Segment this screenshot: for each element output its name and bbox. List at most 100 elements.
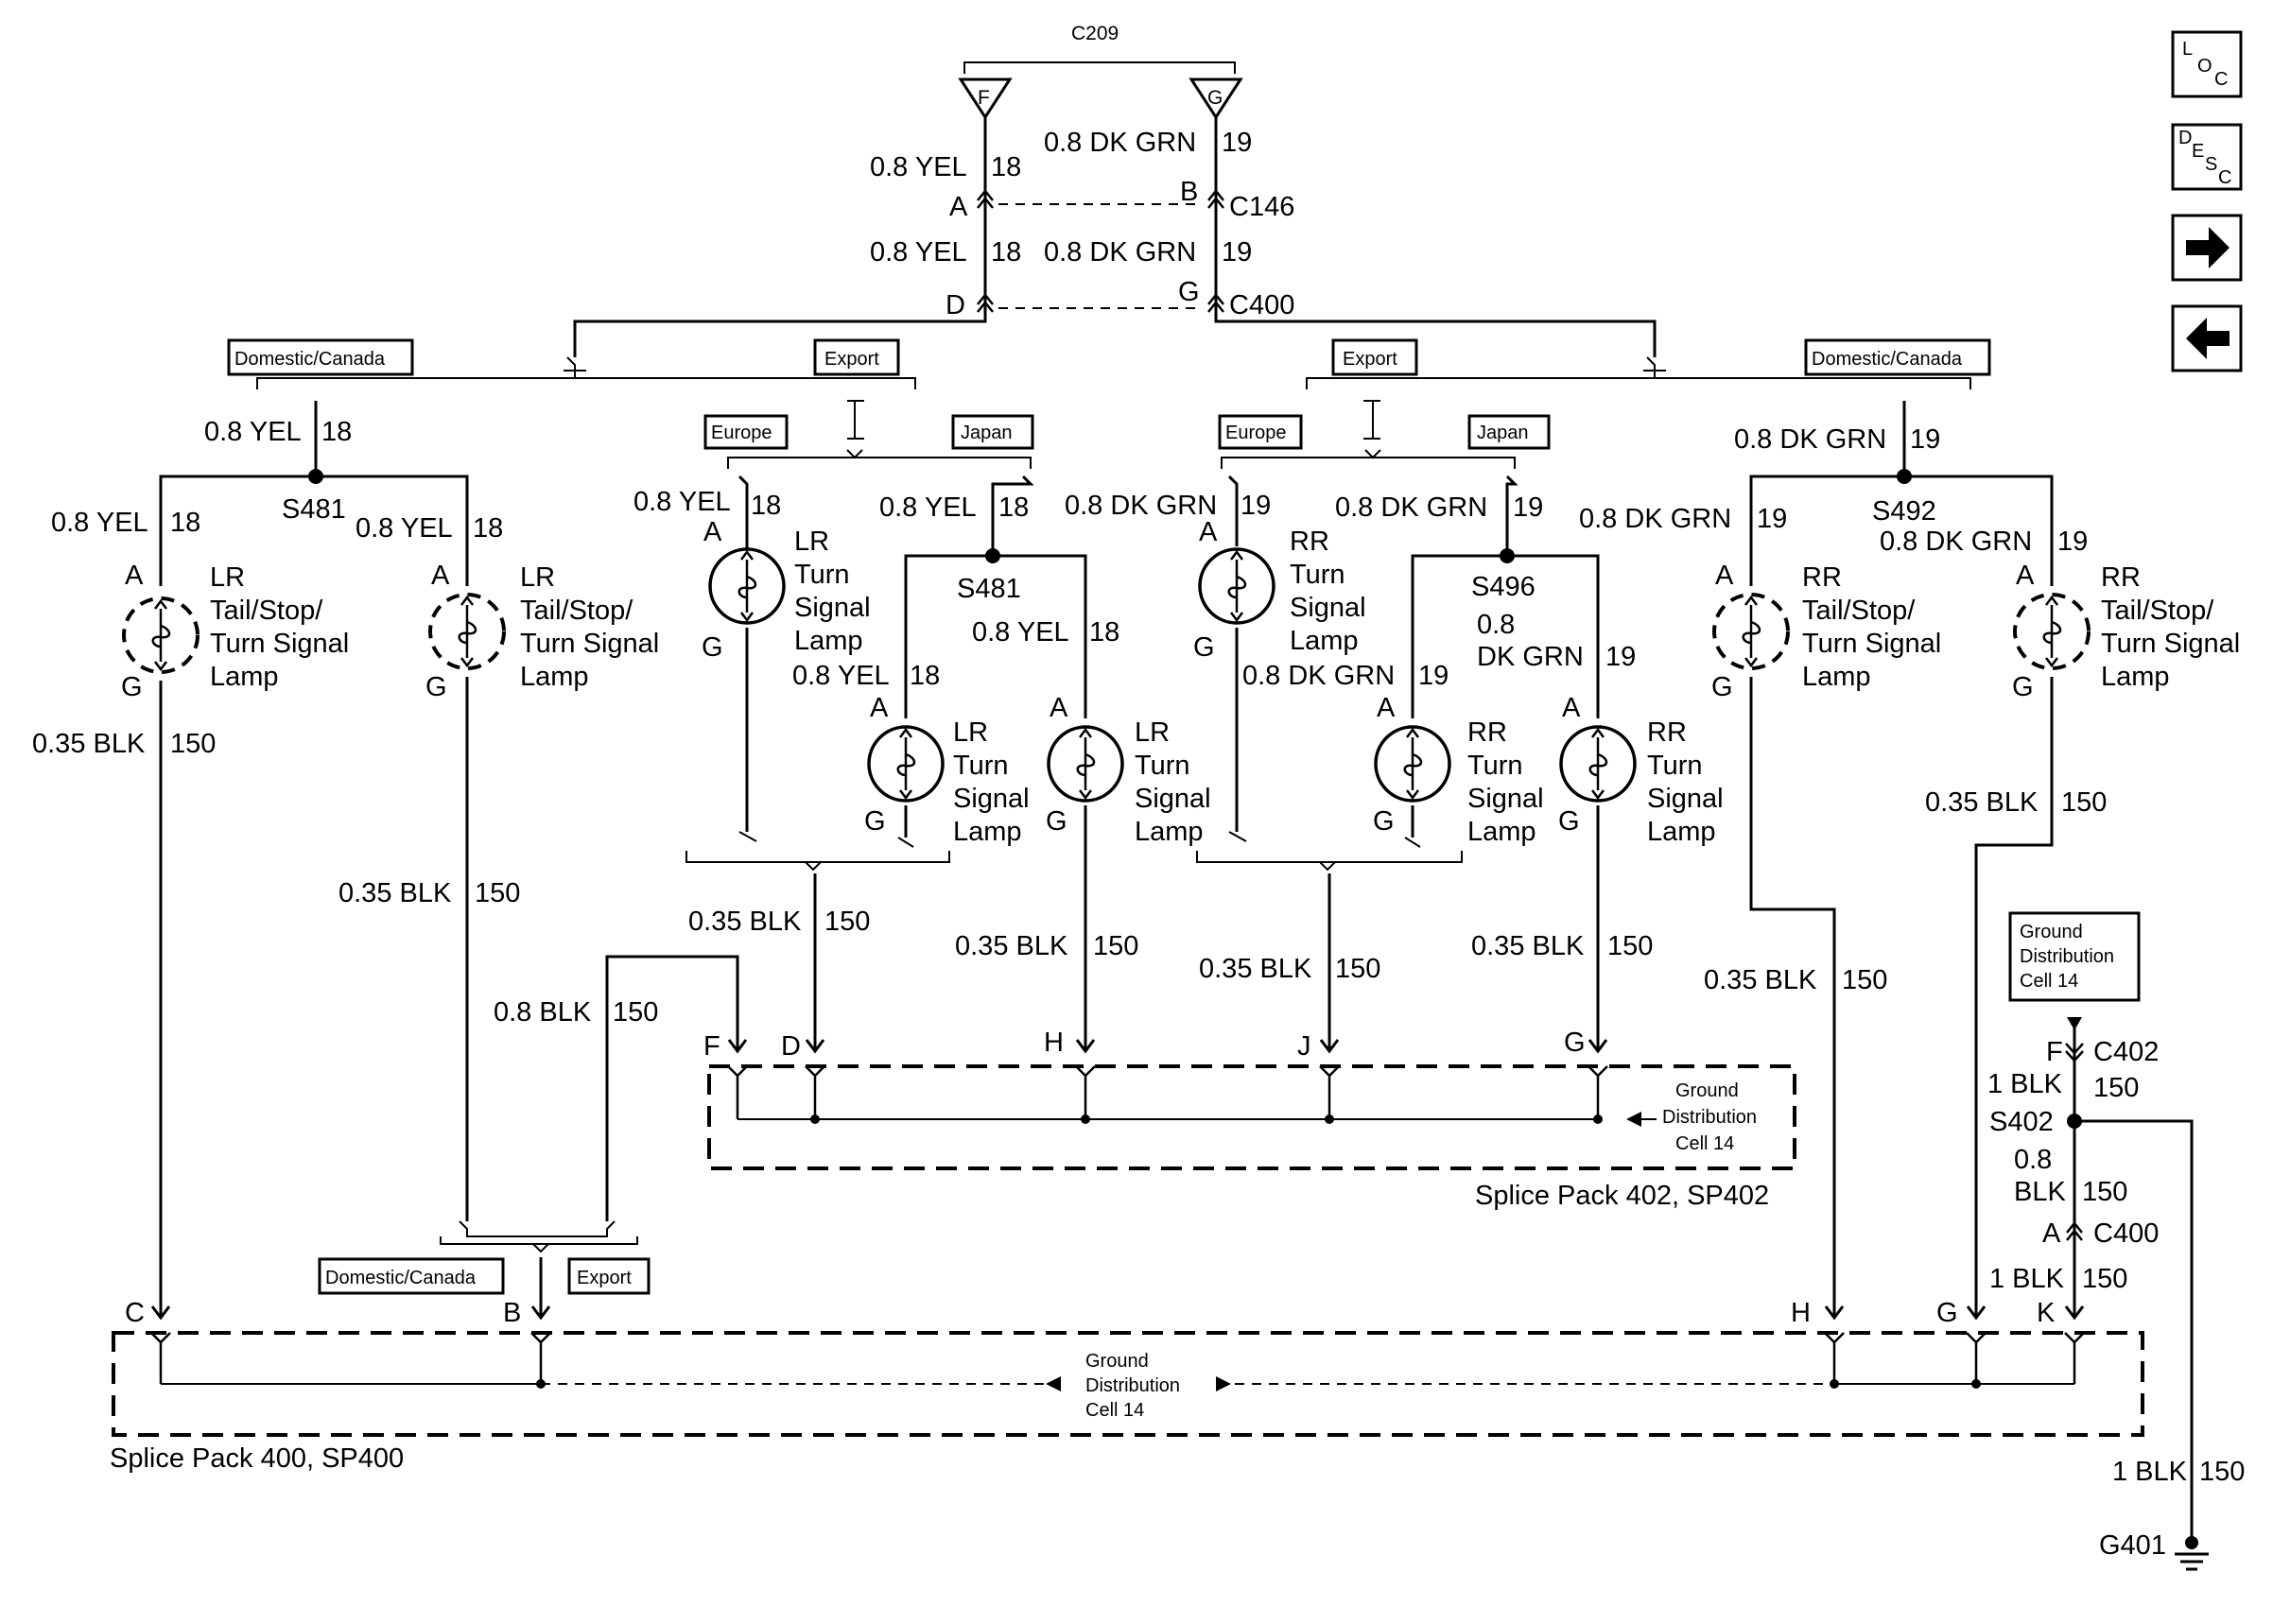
pin-label: C [125,1298,145,1328]
svg-text:Lamp: Lamp [794,626,863,656]
pin-label: A [1715,561,1734,591]
next-button[interactable] [2171,214,2243,282]
svg-text:Tail/Stop/: Tail/Stop/ [210,596,323,626]
svg-text:Export: Export [1343,349,1397,370]
sp400-label: Splice Pack 400, SP400 [110,1443,404,1474]
svg-text:LR: LR [1135,717,1170,748]
splice-pack-sp400 [112,1331,2144,1437]
pin-label: A [1377,693,1396,723]
wire-label: 0.8 DK GRN [1242,661,1395,691]
ground-distribution-ref[interactable]: Ground Distribution Cell 14 [1085,1351,1180,1421]
wire-number: 150 [1607,931,1653,961]
wire-number: 19 [1605,642,1636,672]
wire-number: 18 [991,152,1021,182]
svg-text:Turn Signal: Turn Signal [210,629,349,659]
desc-letter-c: C [2218,167,2231,188]
svg-text:Lamp: Lamp [2101,662,2170,692]
svg-text:Turn: Turn [794,560,850,590]
svg-text:Turn: Turn [953,751,1009,781]
rr-turn-signal-lamp-japan-1: RR Turn Signal Lamp [1467,717,1544,847]
svg-text:Export: Export [577,1268,632,1288]
svg-text:Lamp: Lamp [520,662,589,692]
ground-distribution-ref[interactable]: Ground Distribution Cell 14 [1662,1080,1757,1154]
wire-number: 18 [998,492,1029,523]
pin-label: A [2042,1218,2061,1249]
wire-label: BLK [2014,1177,2066,1207]
wire-number: 19 [1513,492,1543,523]
tag-export: Export [567,1257,651,1295]
c209-pin-g: G [1207,87,1223,109]
splice-label: S481 [282,494,346,525]
lr-turn-signal-lamp-europe: LR Turn Signal Lamp [794,527,871,656]
pin-label: A [1050,693,1068,723]
wire-number: 150 [2199,1457,2245,1487]
wire-number: 18 [910,661,940,691]
g401-label: G401 [2099,1530,2166,1561]
lr-turn-signal-lamp-japan-1: LR Turn Signal Lamp [953,717,1030,847]
pin-label: A [2016,561,2035,591]
back-button[interactable] [2171,304,2243,372]
svg-text:Signal: Signal [794,593,871,623]
svg-text:Ground: Ground [1085,1351,1149,1372]
svg-text:Cell 14: Cell 14 [1085,1400,1144,1421]
svg-text:Signal: Signal [953,784,1030,814]
desc-button[interactable]: D E S C [2171,123,2243,191]
wire-label: 0.8 YEL [204,417,302,447]
wire-label: 0.8 YEL [972,617,1069,648]
wire-label: 0.8 DK GRN [1579,504,1731,534]
pin-label: A [870,693,889,723]
wire-label: 0.8 DK GRN [1734,424,1886,455]
pin-label: H [1791,1298,1811,1328]
svg-text:LR: LR [953,717,988,748]
rr-turn-signal-lamp-europe: RR Turn Signal Lamp [1290,527,1366,656]
wire-number: 150 [1335,954,1380,984]
svg-text:Japan: Japan [1477,423,1529,443]
c402-label: C402 [2093,1037,2159,1067]
svg-text:Signal: Signal [1467,784,1544,814]
pin-label: D [781,1031,801,1062]
svg-text:LR: LR [520,562,555,593]
pin-label: H [1044,1028,1064,1058]
pin-label: A [125,561,144,591]
wire-label: 0.8 [1477,610,1515,640]
sp402-label: Splice Pack 402, SP402 [1475,1181,1769,1211]
wire-number: 150 [613,997,658,1028]
pin-label: G [864,806,886,837]
ground-distribution-ref[interactable]: Ground Distribution Cell 14 [2008,911,2141,1002]
svg-text:Tail/Stop/: Tail/Stop/ [2101,596,2214,626]
wire-label: 0.8 BLK [494,997,592,1028]
svg-text:Signal: Signal [1135,784,1211,814]
tag-europe: Europe [703,414,789,450]
wire-number: 18 [751,491,781,521]
loc-button[interactable]: L O C [2171,30,2243,98]
svg-text:Cell 14: Cell 14 [1675,1133,1734,1154]
wire-number: 150 [824,907,870,937]
pin-label: G [1046,806,1067,837]
svg-text:Lamp: Lamp [1802,662,1871,692]
svg-text:Turn: Turn [1467,751,1523,781]
svg-text:Turn: Turn [1135,751,1190,781]
tag-export: Export [813,338,900,376]
wire-label: 0.8 YEL [51,508,148,538]
pin-label: G [1193,632,1215,663]
pin-label: G [1558,806,1580,837]
svg-text:Signal: Signal [1290,593,1366,623]
wire-number: 19 [1222,237,1252,268]
tag-europe: Europe [1218,414,1303,450]
wire-label: 0.35 BLK [1704,965,1817,995]
splice-label: S402 [1989,1107,2054,1137]
pin-label: G [702,632,723,663]
svg-text:Lamp: Lamp [1647,817,1716,847]
svg-text:Domestic/Canada: Domestic/Canada [325,1268,477,1288]
wire-label: 0.8 DK GRN [1044,128,1196,158]
c209-label: C209 [1071,23,1119,44]
wire-number: 150 [2082,1177,2127,1207]
wire-number: 150 [170,729,216,759]
svg-text:LR: LR [794,527,829,557]
wire-number: 150 [1842,965,1887,995]
tag-japan: Japan [1467,414,1551,450]
rr-turn-signal-lamp-japan-2: RR Turn Signal Lamp [1647,717,1724,847]
wire-number: 18 [321,417,352,447]
wire-label: 1 BLK [1989,1264,2065,1294]
